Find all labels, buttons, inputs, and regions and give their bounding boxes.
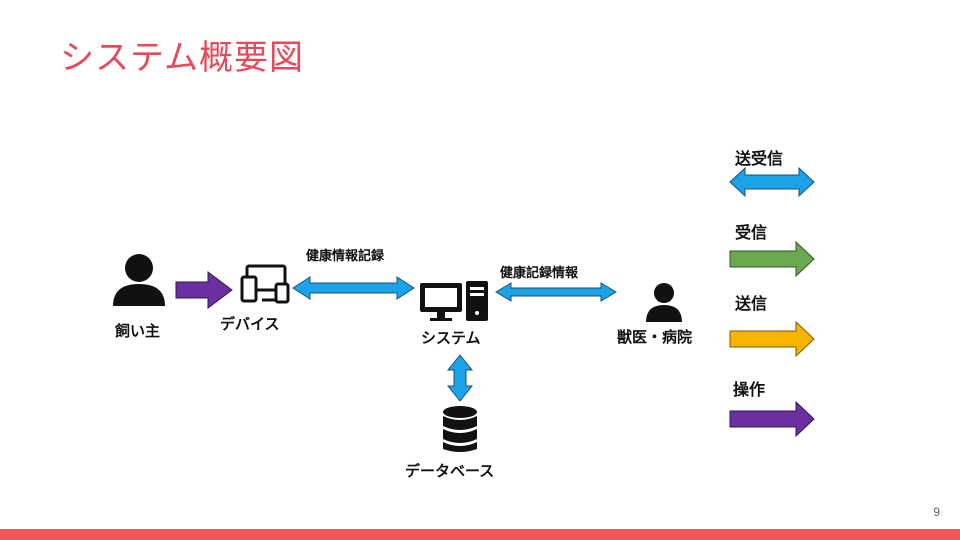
footer-bar — [0, 529, 960, 540]
database-icon — [443, 406, 477, 452]
operation-arrow-owner-device — [175, 271, 233, 309]
bidirectional-arrow-system-database — [446, 354, 474, 402]
vet-person-icon — [646, 283, 682, 322]
edge-label-system-vet: 健康記録情報 — [500, 266, 579, 281]
legend-label-operation: 操作 — [733, 380, 766, 399]
device-label: デバイス — [220, 315, 280, 333]
owner-label: 飼い主 — [115, 322, 161, 340]
device-icon — [240, 264, 290, 304]
bidirectional-arrow-device-system — [292, 276, 415, 300]
slide-title: システム概要図 — [60, 38, 304, 78]
page-number: 9 — [933, 505, 940, 519]
computer-icon — [420, 281, 488, 321]
legend-label-bidirectional: 送受信 — [735, 149, 784, 168]
legend-arrow-send — [729, 320, 815, 358]
owner-person-icon — [113, 254, 165, 306]
bidirectional-arrow-system-vet — [495, 282, 617, 302]
vet-label: 獣医・病院 — [617, 328, 693, 346]
legend-arrow-operation — [729, 400, 815, 438]
edge-label-device-system: 健康情報記録 — [306, 249, 385, 264]
legend-arrow-receive — [729, 240, 815, 278]
legend-label-receive: 受信 — [735, 223, 768, 242]
legend-label-send: 送信 — [735, 294, 768, 313]
database-label: データベース — [405, 462, 495, 480]
legend-arrow-bidirectional — [729, 166, 815, 198]
system-label: システム — [421, 329, 481, 347]
